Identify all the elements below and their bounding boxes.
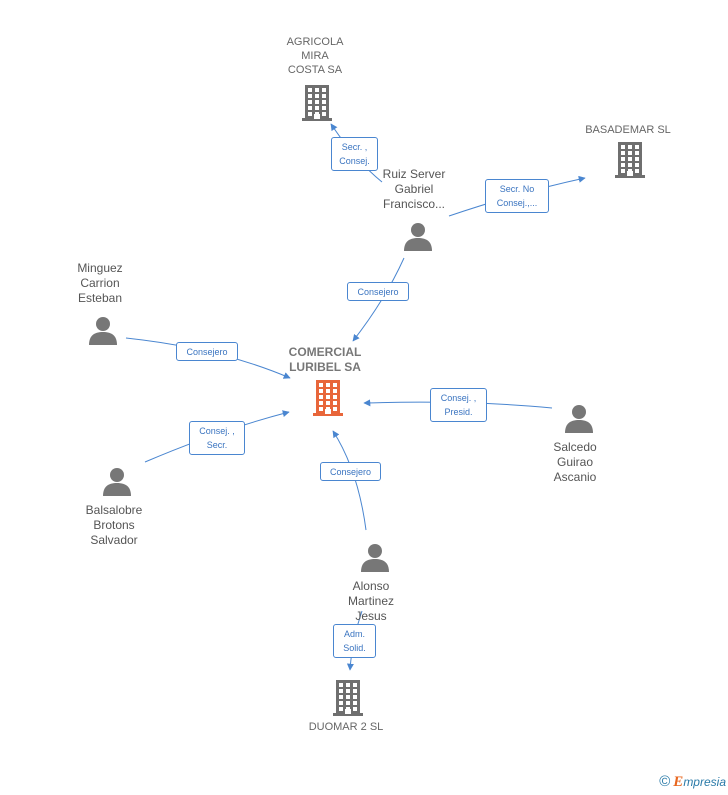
person-balsalobre-name[interactable]: Balsalobre Brotons Salvador [85,503,143,547]
person-icon[interactable] [403,222,433,252]
person-alonso-name[interactable]: Alonso Martinez Jesus [347,579,394,623]
person-minguez-name[interactable]: Minguez Carrion Esteban [77,261,123,305]
center-company-name[interactable]: COMERCIAL LURIBEL SA [288,345,362,374]
person-icon[interactable] [564,404,594,434]
company-basademar-name[interactable]: BASADEMAR SL [585,124,671,136]
edge-label-ruiz-agricola[interactable]: Secr. , Consej. [331,137,378,171]
company-duomar-name[interactable]: DUOMAR 2 SL [308,721,384,733]
edge-label-ruiz-basademar[interactable]: Secr. No Consej.,... [485,179,549,213]
edge-label-minguez-center[interactable]: Consejero [176,342,238,361]
person-icon[interactable] [360,543,390,573]
company-agricola-name[interactable]: AGRICOLA MIRA COSTA SA [286,36,344,76]
edge-label-alonso-center[interactable]: Consejero [320,462,381,481]
edge-label-alonso-duomar[interactable]: Adm. Solid. [333,624,376,658]
brand-name: mpresia [683,775,726,789]
copyright-symbol: © [659,773,671,790]
building-icon[interactable] [615,142,645,178]
person-icon[interactable] [102,467,132,497]
building-icon[interactable] [333,680,363,716]
footer-brand: ©Empresia [659,773,726,791]
edge-label-salcedo-center[interactable]: Consej. , Presid. [430,388,487,422]
edge-label-balsalobre-center[interactable]: Consej. , Secr. [189,421,245,455]
building-icon[interactable] [313,380,343,416]
person-salcedo-name[interactable]: Salcedo Guirao Ascanio [553,440,597,484]
edge-label-ruiz-center[interactable]: Consejero [347,282,409,301]
person-icon[interactable] [88,316,118,346]
building-icon[interactable] [302,85,332,121]
brand-initial: E [673,774,684,790]
person-ruiz-name[interactable]: Ruiz Server Gabriel Francisco... [382,167,446,211]
